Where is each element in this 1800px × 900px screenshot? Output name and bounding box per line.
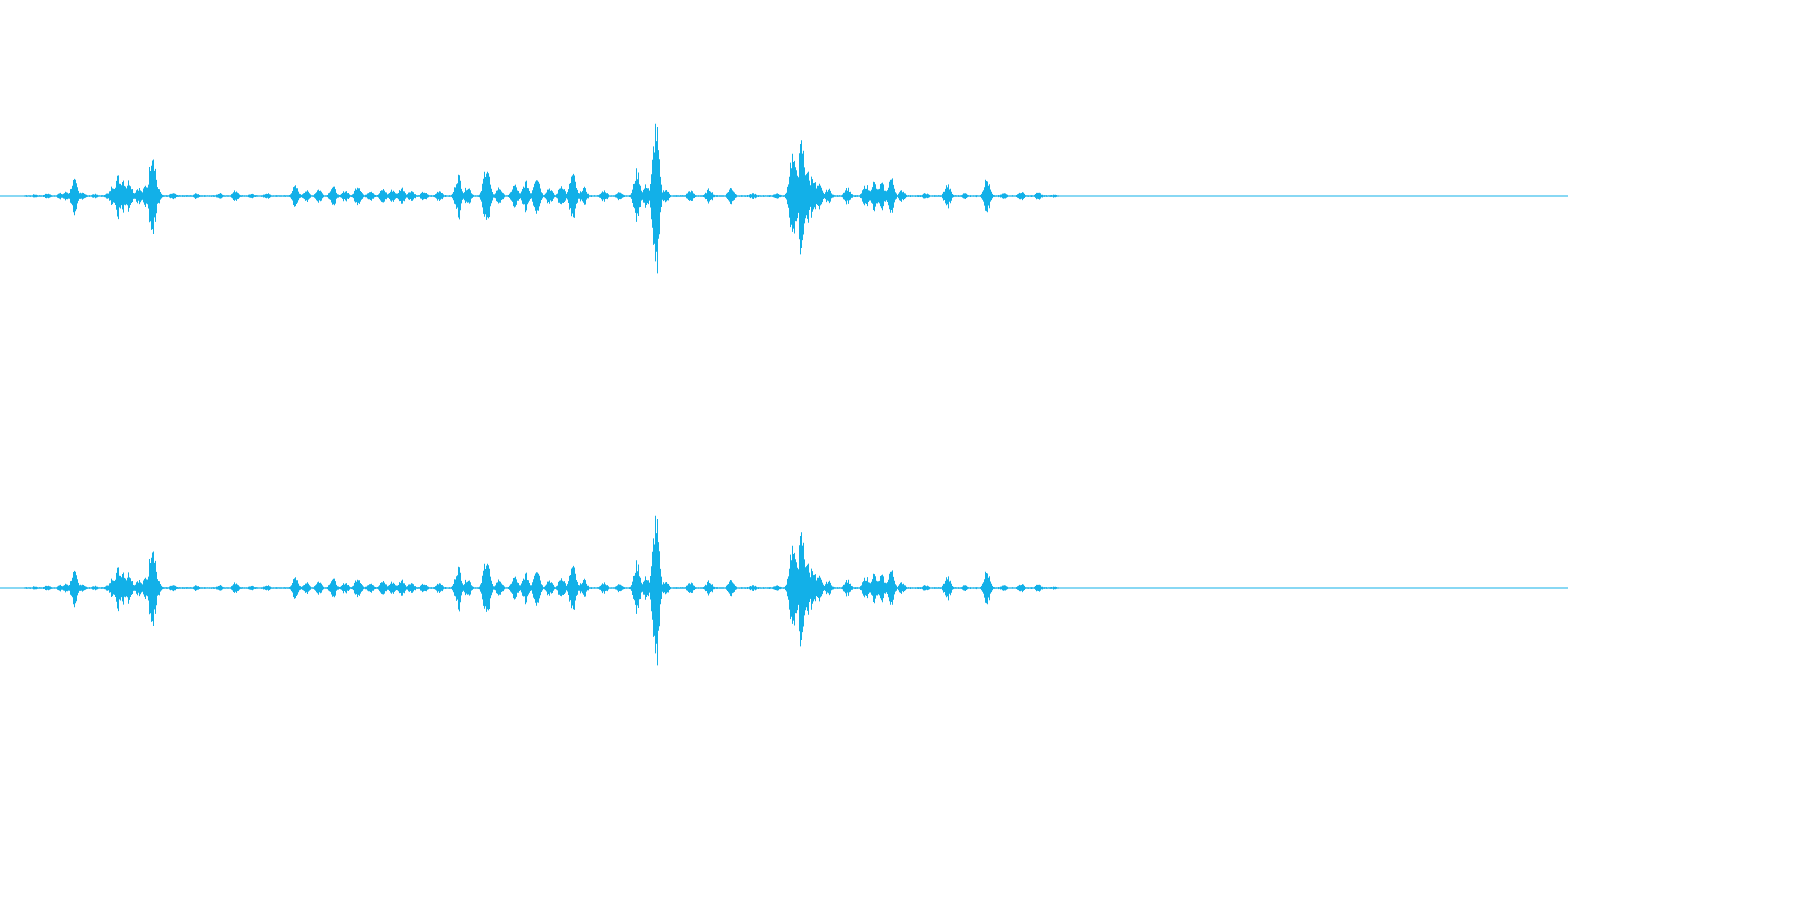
left-channel-samples	[24, 123, 1059, 274]
waveform-view[interactable]	[0, 0, 1568, 784]
left-channel-waveform[interactable]	[0, 123, 1568, 274]
right-channel-waveform[interactable]	[0, 515, 1568, 666]
stereo-waveform[interactable]	[0, 0, 1568, 784]
right-channel-samples	[24, 515, 1059, 666]
